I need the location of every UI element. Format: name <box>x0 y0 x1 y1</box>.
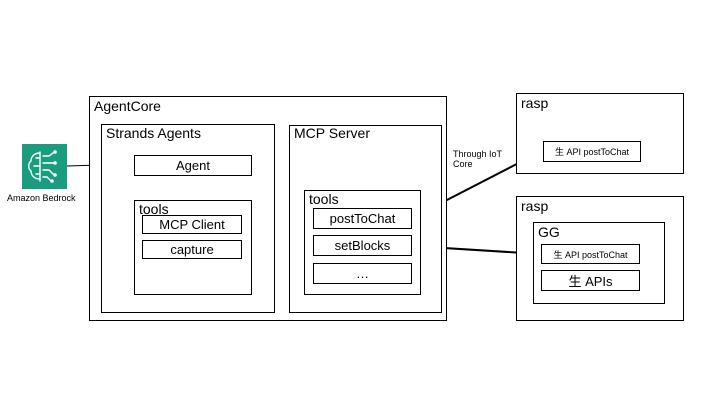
bedrock-label: Amazon Bedrock <box>7 193 76 203</box>
rasp-top-posttochat-api: 生 API postToChat <box>543 141 641 162</box>
rasp-top-title: rasp <box>521 95 549 111</box>
strands-tools-title: tools <box>139 201 169 217</box>
setblocks-tool: setBlocks <box>313 235 412 256</box>
agentcore-title: AgentCore <box>94 98 161 114</box>
rasp-bottom-title: rasp <box>521 198 549 214</box>
agent-box: Agent <box>134 155 252 176</box>
strands-agents-title: Strands Agents <box>106 125 201 141</box>
bedrock-brain-icon <box>22 144 67 189</box>
iot-core-label: Through IoT Core <box>453 149 502 169</box>
mcp-client-tool: MCP Client <box>142 215 242 234</box>
posttochat-tool: postToChat <box>313 208 412 229</box>
mcp-tools-title: tools <box>309 191 339 207</box>
capture-tool: capture <box>142 240 242 259</box>
gg-apis: 生 APIs <box>541 270 640 291</box>
mcp-server-title: MCP Server <box>294 125 370 141</box>
gg-title: GG <box>538 224 560 240</box>
gg-posttochat-api: 生 API postToChat <box>541 244 640 264</box>
more-tools-ellipsis: … <box>313 263 412 284</box>
